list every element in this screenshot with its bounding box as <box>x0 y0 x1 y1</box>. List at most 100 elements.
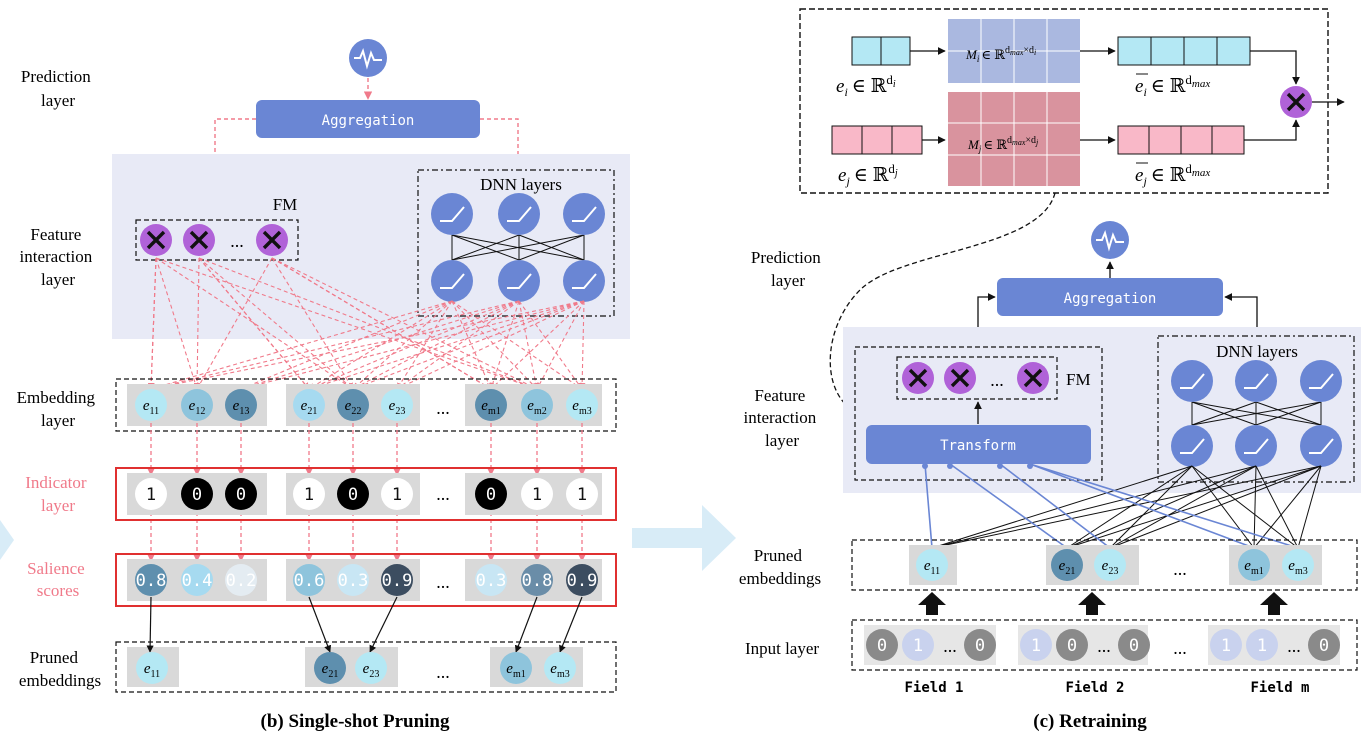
svg-text:1: 1 <box>392 485 402 505</box>
r-dnn-network <box>1171 360 1342 467</box>
retraining-figure: ei∈ ℝdi Mi∈ ℝdmax×di ei∈ ℝdmax ej∈ ℝ <box>739 8 1361 732</box>
ei-projected-label: ei∈ ℝdmax <box>1135 72 1210 99</box>
indicator-layer-box <box>115 467 617 521</box>
embedding-node: e22 <box>337 389 369 421</box>
pruned-embedding-node: em3 <box>544 652 576 684</box>
input-bit-node: 0 <box>964 629 996 661</box>
lookup-arrows <box>918 592 1288 615</box>
indicator-node: 1 <box>566 478 598 510</box>
r-pruned-embedding-node: e11 <box>916 549 948 581</box>
svg-text:0: 0 <box>1129 636 1139 656</box>
salience-node: 0.2 <box>225 564 257 596</box>
pruned-embeddings-label: Pruned embeddings <box>19 648 101 690</box>
embedding-node: e13 <box>225 389 257 421</box>
pruned-ellipsis: ... <box>436 662 450 682</box>
svg-text:1: 1 <box>913 636 923 656</box>
left-caption: (b) Single-shot Pruning <box>261 711 450 732</box>
svg-text:e11: e11 <box>144 661 160 680</box>
svg-text:em1: em1 <box>506 661 525 680</box>
embedding-node: em1 <box>475 389 507 421</box>
indicator-node: 0 <box>337 478 369 510</box>
ej-projected-label: ej∈ ℝdmax <box>1135 161 1210 188</box>
embedding-nodes: e11 e12 e13 e21 e22 e23 em1 em2 em3 <box>135 389 598 421</box>
fm-operators <box>140 224 288 256</box>
relu-neuron-icon <box>1235 425 1277 467</box>
pruned-embedding-node: e11 <box>136 652 168 684</box>
dnn-network <box>431 193 605 302</box>
relu-neuron-icon <box>563 193 605 235</box>
svg-text:em1: em1 <box>1244 558 1263 577</box>
detail-callout-curve <box>829 192 1056 416</box>
ei-projected-vector <box>1117 36 1251 66</box>
salience-node: 0.8 <box>521 564 553 596</box>
svg-text:em2: em2 <box>527 398 546 417</box>
indicator-node: 0 <box>225 478 257 510</box>
embedding-node: e11 <box>135 389 167 421</box>
input-ellipsis: ... <box>943 636 957 656</box>
salience-node: 0.9 <box>381 564 413 596</box>
indicator-ellipsis: ... <box>436 484 450 504</box>
svg-text:0.2: 0.2 <box>226 571 257 591</box>
svg-text:em3: em3 <box>572 398 591 417</box>
relu-neuron-icon <box>1300 360 1342 402</box>
svg-text:1: 1 <box>146 485 156 505</box>
svg-text:1: 1 <box>1257 636 1267 656</box>
svg-text:0: 0 <box>877 636 887 656</box>
r-pruned-embedding-node: e21 <box>1051 549 1083 581</box>
relu-neuron-icon <box>1171 360 1213 402</box>
r-dnn-label: DNN layers <box>1216 342 1298 361</box>
input-bit-node: 0 <box>1118 629 1150 661</box>
svg-text:0.9: 0.9 <box>567 571 598 591</box>
indicator-node: 1 <box>293 478 325 510</box>
ej-vector <box>831 125 923 155</box>
input-bit-node: 1 <box>1246 629 1278 661</box>
ei-label: ei∈ ℝdi <box>836 72 896 99</box>
svg-text:e11: e11 <box>143 398 159 417</box>
fm-multiply-icon <box>256 224 288 256</box>
svg-text:1: 1 <box>532 485 542 505</box>
input-ellipsis: ... <box>1287 636 1301 656</box>
svg-text:0.6: 0.6 <box>294 571 325 591</box>
ei-vector <box>851 36 911 66</box>
embedding-node: e21 <box>293 389 325 421</box>
relu-neuron-icon <box>1235 360 1277 402</box>
svg-text:0: 0 <box>236 485 246 505</box>
mi-matrix-grid <box>948 19 1080 83</box>
relu-neuron-icon <box>1171 425 1213 467</box>
svg-text:0.8: 0.8 <box>136 571 167 591</box>
input-bit-node: 1 <box>1020 629 1052 661</box>
left-edge-arrow-shape <box>0 520 14 560</box>
mi-label: Mi∈ ℝdmax×di <box>965 45 1036 64</box>
fm-multiply-icon <box>183 224 215 256</box>
r-prediction-output-icon <box>1091 221 1129 259</box>
indicator-node: 1 <box>381 478 413 510</box>
svg-text:0: 0 <box>486 485 496 505</box>
right-caption: (c) Retraining <box>1033 711 1147 732</box>
salience-ellipsis: ... <box>436 572 450 592</box>
fm-multiply-icon <box>140 224 172 256</box>
r-embedding-links <box>922 463 1322 549</box>
svg-text:e23: e23 <box>363 661 380 680</box>
svg-text:em3: em3 <box>1288 558 1307 577</box>
r-fm-label: FM <box>1066 370 1091 389</box>
feature-interaction-layer-label: Feature interaction layer <box>20 225 97 289</box>
fm-multiply-icon <box>902 362 934 394</box>
svg-text:e21: e21 <box>301 398 318 417</box>
indicator-node: 1 <box>521 478 553 510</box>
indicator-layer-label: Indicator layer <box>25 473 91 515</box>
single-shot-pruning-figure: Prediction layer Feature interaction lay… <box>0 39 630 732</box>
svg-text:e23: e23 <box>389 398 406 417</box>
svg-text:0: 0 <box>975 636 985 656</box>
relu-neuron-icon <box>431 193 473 235</box>
svg-text:e11: e11 <box>924 558 940 577</box>
ej-projected-vector <box>1117 125 1245 155</box>
salience-node: 0.4 <box>181 564 213 596</box>
transform-block <box>866 425 1091 464</box>
svg-text:e13: e13 <box>233 398 250 417</box>
pruned-embedding-node: em1 <box>500 652 532 684</box>
input-bit-node: 0 <box>1308 629 1340 661</box>
svg-text:e12: e12 <box>189 398 206 417</box>
svg-text:em3: em3 <box>550 661 569 680</box>
transform-label: Transform <box>940 438 1016 454</box>
